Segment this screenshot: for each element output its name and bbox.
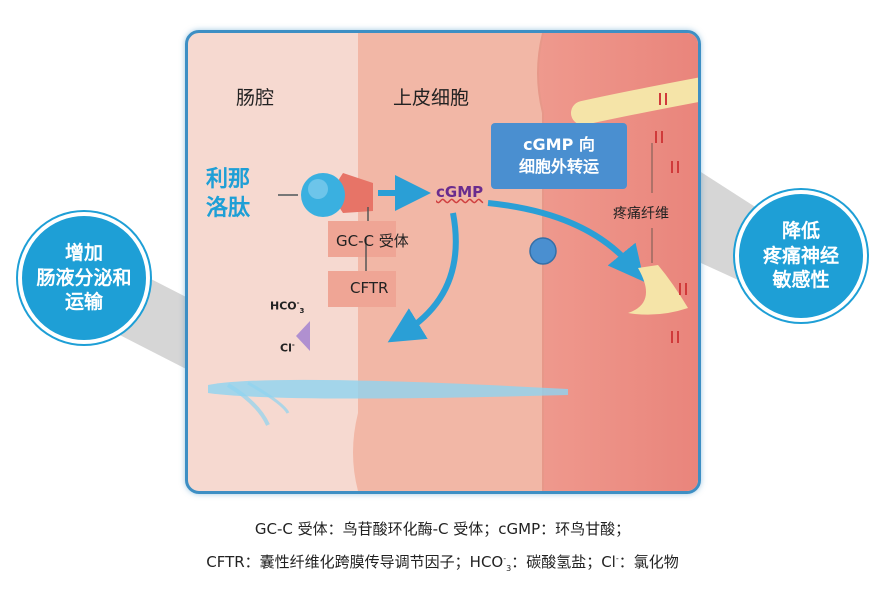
cell-membrane	[537, 33, 544, 491]
arrow-to-cftr	[387, 212, 459, 343]
left-bubble-text: 增加 肠液分泌和 运输	[36, 241, 132, 314]
drug-name: 利那 洛肽	[206, 167, 251, 221]
right-bubble-text: 降低 疼痛神经 敏感性	[762, 219, 839, 292]
gcc-receptor-label: GC-C 受体	[336, 232, 409, 250]
nerve-fiber-top	[571, 77, 698, 125]
nerve-ending	[628, 265, 688, 315]
cftr-label: CFTR	[350, 279, 389, 297]
fluid-stream	[208, 379, 568, 399]
transporter-dot	[529, 237, 557, 265]
cl-label: Cl-	[280, 341, 295, 355]
hco3-label: HCO-3	[270, 299, 305, 315]
caption-line-1: GC-C 受体：鸟苷酸环化酶-C 受体；cGMP：环鸟甘酸；	[254, 520, 631, 538]
right-bubble: 降低 疼痛神经 敏感性	[735, 190, 867, 322]
cgmp-label: cGMP	[436, 183, 484, 201]
caption-line-2: CFTR：囊性纤维化跨膜传导调节因子；HCO-3：碳酸氢盐；Cl-：氯化物	[206, 553, 679, 573]
diagram-frame: 肠腔 上皮细胞 利那 洛肽 cGMP GC-C 受体 CFTR HCO-3 Cl…	[185, 30, 701, 494]
gcc-receptor-box	[328, 221, 396, 257]
arrow-to-pain-fiber	[487, 200, 645, 282]
epithelial-cell-label: 上皮细胞	[393, 87, 470, 109]
lumen-label: 肠腔	[236, 87, 275, 109]
cftr-box	[328, 271, 396, 307]
cgmp-transport-box: cGMP 向 细胞外转运	[491, 123, 627, 189]
left-bubble: 增加 肠液分泌和 运输	[18, 212, 150, 344]
cgmp-transport-text: cGMP 向 细胞外转运	[518, 135, 599, 176]
receptor-cup	[335, 173, 373, 213]
pain-fiber-label: 疼痛纤维	[613, 206, 669, 222]
red-tick-marks	[655, 93, 687, 343]
